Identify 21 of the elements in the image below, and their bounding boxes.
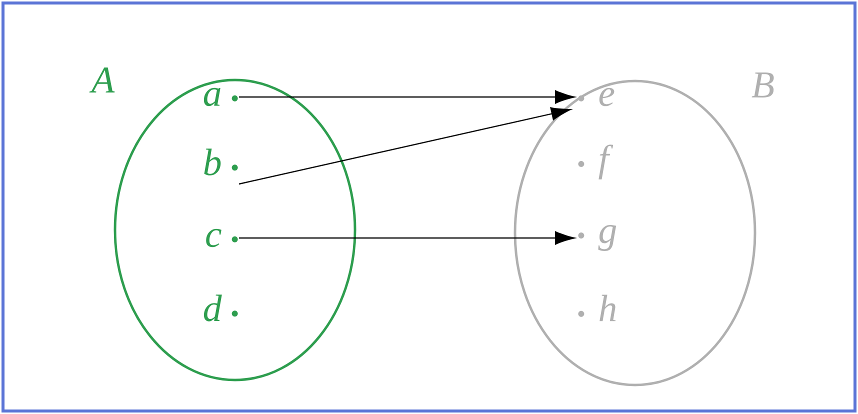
node-label: b: [204, 148, 221, 176]
node-label: e: [599, 88, 614, 106]
set-element: a: [204, 88, 238, 106]
node-label: d: [204, 294, 222, 322]
node-label: a: [204, 88, 220, 106]
node-label: f: [598, 144, 614, 180]
set-element: f: [578, 144, 614, 180]
node-label: B: [752, 72, 774, 98]
arrow: [239, 90, 575, 104]
set-element: e: [578, 88, 614, 106]
set-element: h: [578, 294, 616, 322]
node-label: A: [89, 67, 115, 93]
set-element: g: [578, 225, 616, 251]
set-element: d: [204, 294, 238, 322]
arrow: [239, 231, 575, 245]
node-label: g: [598, 224, 616, 251]
node-label: c: [206, 228, 222, 248]
node-label: h: [600, 294, 616, 322]
arrow: [238, 107, 571, 185]
set-element: c: [206, 228, 238, 248]
set-element: b: [204, 148, 238, 176]
